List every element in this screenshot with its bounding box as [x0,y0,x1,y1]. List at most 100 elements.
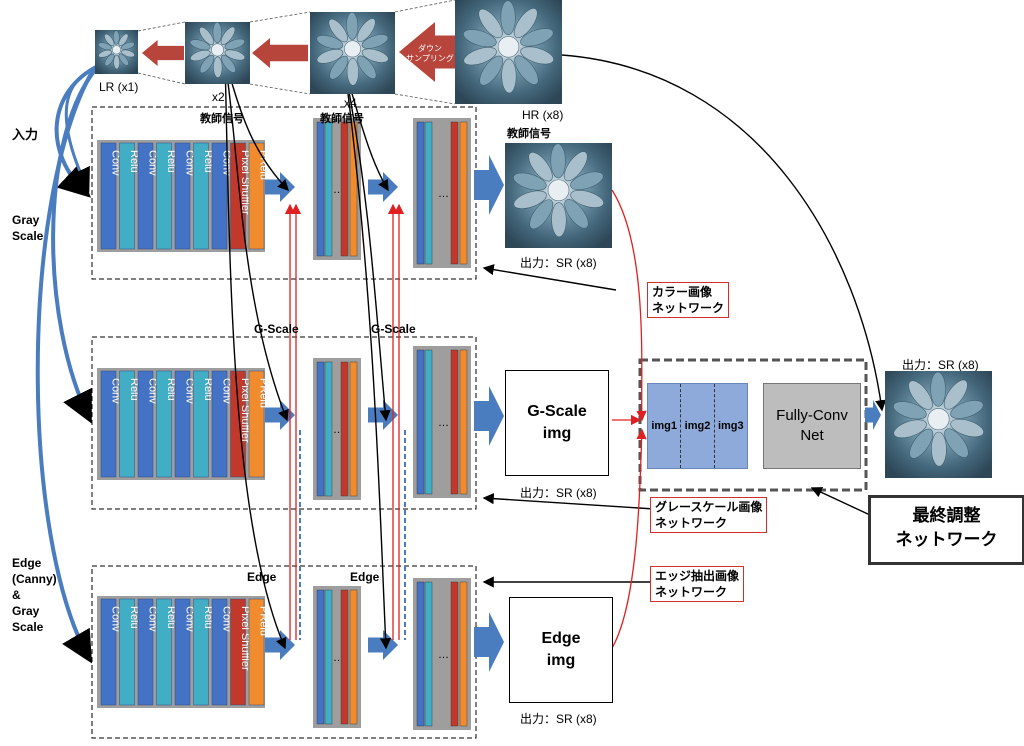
ellipsis: … [333,424,344,436]
layer-label-0: Conv [110,606,122,632]
downsample-arrow-3 [399,22,455,82]
ellipsis: … [333,652,344,664]
layer-2 [137,370,154,478]
mini-layer [316,361,325,497]
ellipsis: … [438,649,449,661]
edge-label-1: Edge [247,570,277,584]
scale-connector-3 [249,83,311,95]
scale-connector-0 [137,21,186,32]
downsample-arrow-1 [142,40,184,66]
gray-scale-label: Gray Scale [12,213,44,243]
flow-arrow-8 [474,612,504,672]
layer-0 [100,370,117,478]
mini-layer [324,361,333,497]
red-link-2 [611,428,647,649]
gscale-img-box: G-Scale img [505,370,609,476]
layer-label-5: Relu [202,606,214,629]
layer-label-1: Relu [128,378,140,401]
gscale-label-1: G-Scale [254,322,299,336]
concat-images-block: img1 img2 img3 [647,383,748,469]
layer-label-6: Conv [221,606,233,632]
layer-label-1: Relu [128,150,140,173]
mini-stack-2: … [313,358,361,500]
agave-picture [455,0,562,104]
mini-layer [450,349,459,495]
red-link-0 [611,189,647,422]
mini-layer [316,121,325,257]
lr-image [95,30,138,74]
layer-label-7: Pixel Shuffler [239,150,251,215]
mini-layer [324,589,333,725]
layer-label-2: Conv [147,150,159,176]
mini-layer [459,121,468,265]
input-flow-3 [64,64,101,193]
edge-network-label: エッジ抽出画像 ネットワーク [650,566,745,602]
gscale-network-frame [91,336,477,510]
ellipsis: … [438,188,449,200]
lr-label: LR (x1) [99,80,139,94]
teacher-line-6 [561,54,887,412]
mini-layer [416,121,425,265]
layer-4 [174,598,191,706]
layer-3 [156,142,172,250]
mini-stack-0: … [313,118,361,260]
color-network-label: カラー画像 ネットワーク [647,282,730,318]
layer-6 [211,142,228,250]
layer-label-6: Conv [221,378,233,404]
mini-stack-1: … [413,118,471,268]
edge-gray-label: Edge (Canny) & Gray Scale [12,556,57,634]
scale-connector-5 [394,93,456,105]
layer-label-1: Relu [128,606,140,629]
gray-network-frame [91,106,477,280]
grayscale-network-label: グレースケール画像 ネットワーク [650,497,768,533]
layer-label-7: Pixel Shuffler [239,378,251,443]
img1-cell: img1 [648,384,682,468]
mini-layer [459,349,468,495]
teacher-line-4 [344,69,391,422]
layer-label-3: Relu [165,606,177,629]
input-flow-2 [35,71,94,664]
agave-picture [505,143,612,248]
row1-output-caption: 出力：SR (x8) [520,256,597,270]
x2-label: x2 [212,90,225,104]
layer-4 [174,370,191,478]
mini-layer [340,361,349,497]
mini-layer [424,121,433,265]
final-adjust-network-label: 最終調整 ネットワーク [868,495,1024,565]
layer-3 [156,370,172,478]
edge-output-caption: 出力：SR (x8) [520,712,597,726]
layer-label-7: Pixel Shuffler [239,606,251,671]
final-output-caption: 出力：SR (x8) [902,358,979,372]
layer-label-8: PRelu [258,378,270,408]
x2-image [185,21,250,84]
flow-arrow-1 [368,172,398,202]
mini-layer [424,349,433,495]
layer-2 [137,142,154,250]
layer-label-4: Conv [184,606,196,632]
mini-stack-4: … [313,586,361,728]
gscale-output-caption: 出力：SR (x8) [520,486,597,500]
img3-cell: img3 [717,420,744,432]
x4-label: x4 [344,96,357,110]
flow-arrow-2 [474,155,504,215]
layer-3 [156,598,172,706]
layer-label-3: Relu [165,378,177,401]
layer-label-3: Relu [165,150,177,173]
layer-5 [193,370,209,478]
mini-layer [459,581,468,727]
mini-layer [450,121,459,265]
layer-1 [119,598,135,706]
mini-layer [349,121,358,257]
teacher-line-2 [224,59,287,650]
final-net-frame [638,358,868,492]
edge-label-2: Edge [350,570,380,584]
mini-stack-3: … [413,346,471,498]
agave-picture [310,12,395,94]
layer-2 [137,598,154,706]
layer-label-8: PRelu [258,606,270,636]
mini-layer [416,581,425,727]
